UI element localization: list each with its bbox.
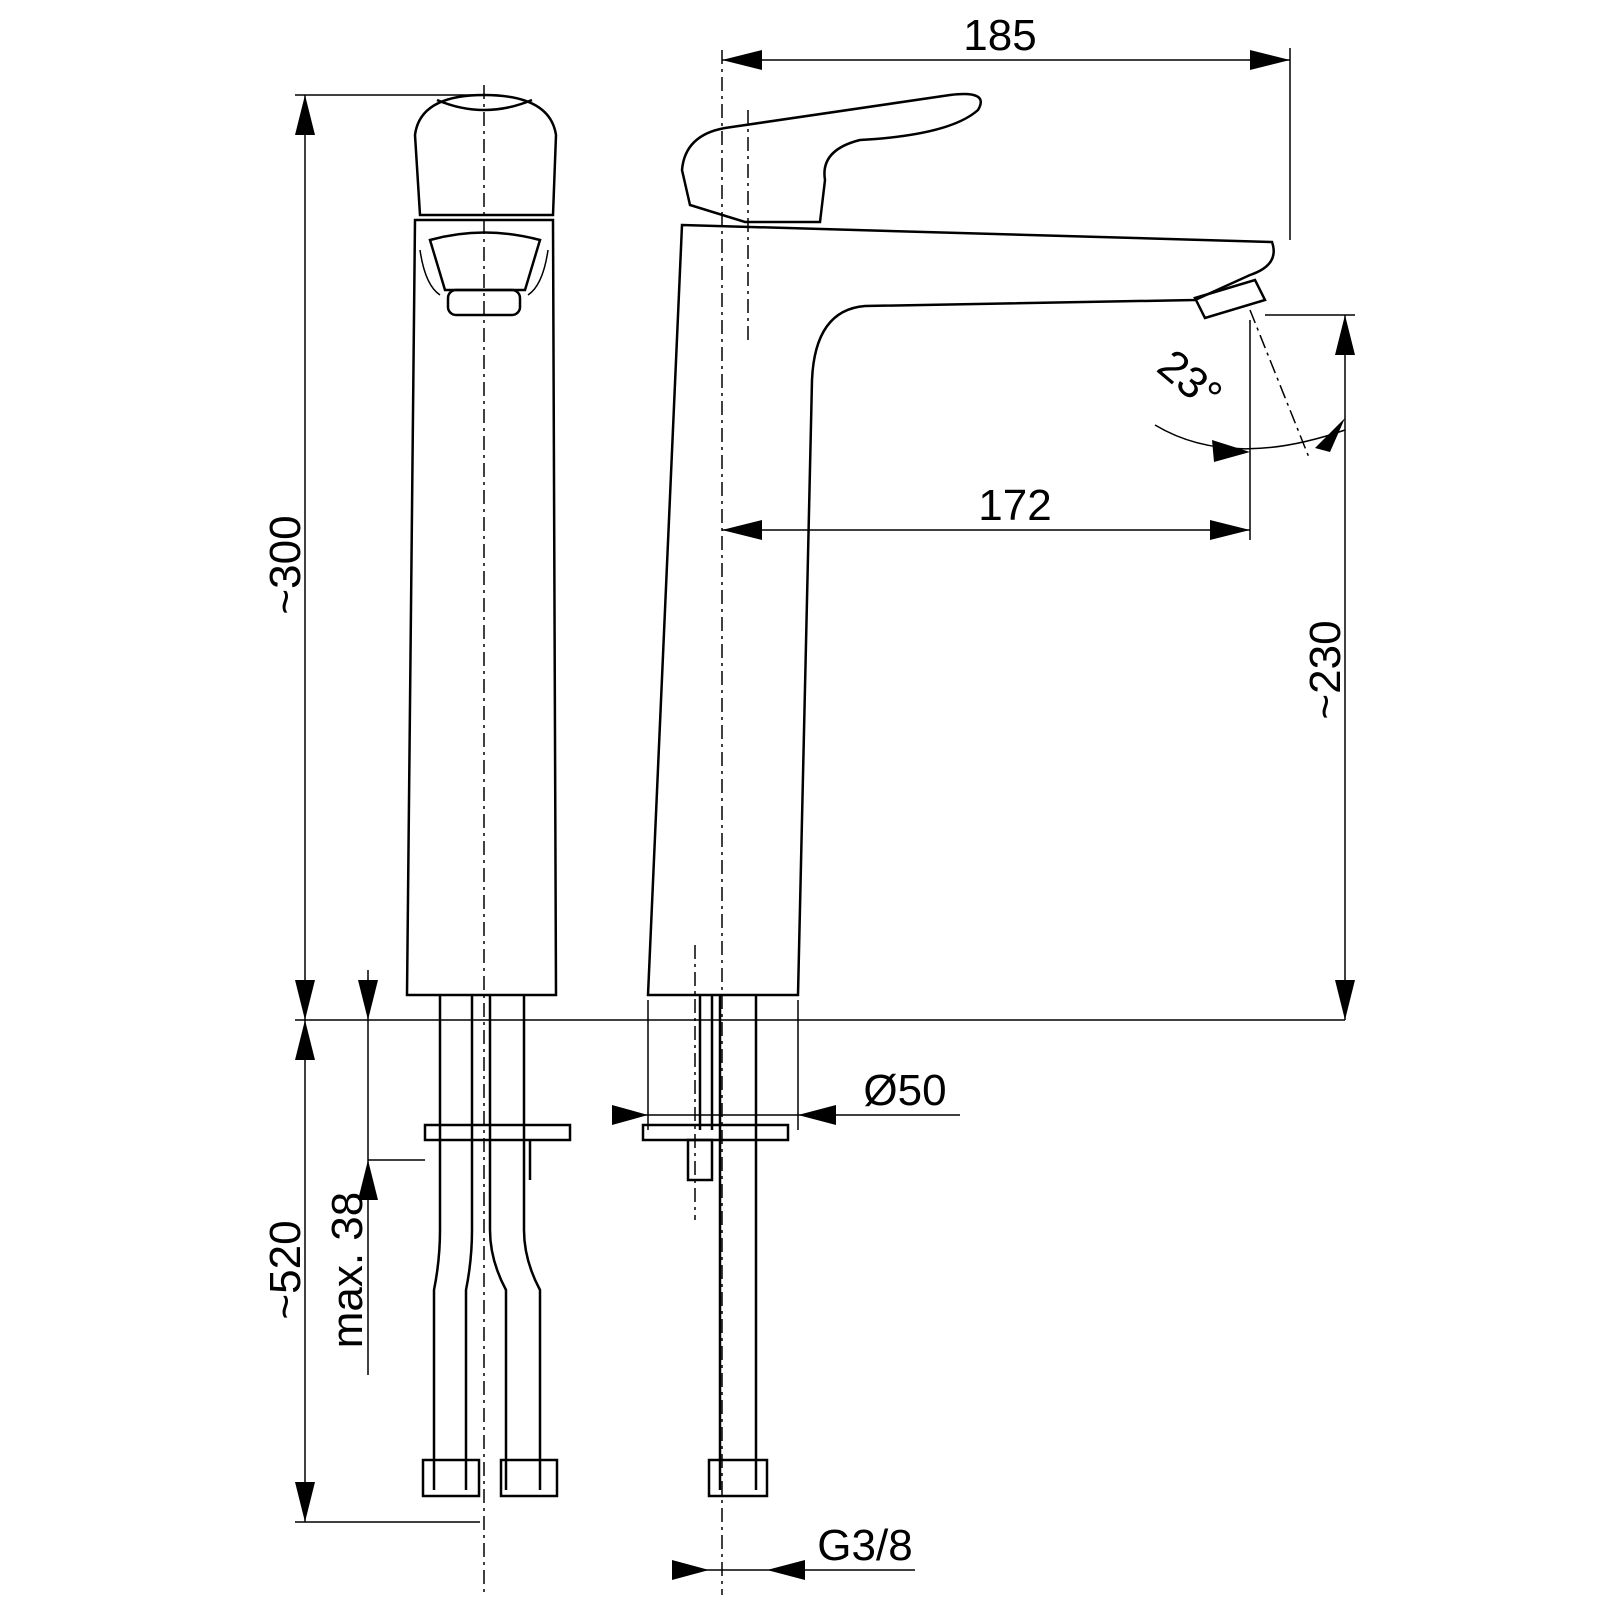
side-view bbox=[641, 50, 1275, 1595]
dim-diameter: Ø50 bbox=[863, 1066, 946, 1115]
front-spout-curve bbox=[419, 249, 549, 296]
front-nut-right bbox=[499, 1458, 559, 1498]
front-aerator bbox=[446, 288, 522, 317]
dim-angle: 23° bbox=[1148, 340, 1230, 420]
front-handle-top bbox=[436, 98, 533, 112]
front-spout-outlet bbox=[428, 231, 542, 292]
front-hose-left bbox=[432, 995, 474, 1490]
side-body-spout bbox=[646, 223, 1275, 997]
side-handle bbox=[680, 92, 982, 224]
dim-300: ~300 bbox=[261, 515, 310, 614]
dim-thread: G3/8 bbox=[817, 1521, 912, 1570]
dim-520: ~520 bbox=[261, 1220, 310, 1319]
front-view bbox=[405, 85, 572, 1595]
side-hose bbox=[718, 995, 758, 1490]
dimensions: 185 172 23° ~300 ~230 Ø50 ~520 bbox=[261, 11, 1355, 1580]
side-nut bbox=[707, 1458, 769, 1498]
side-aerator bbox=[1193, 278, 1267, 320]
side-fixing-plate bbox=[641, 1123, 790, 1142]
front-handle bbox=[413, 93, 558, 217]
dim-172: 172 bbox=[978, 481, 1051, 530]
dim-230: ~230 bbox=[1301, 620, 1350, 719]
dim-max-38: max. 38 bbox=[323, 1192, 372, 1349]
side-fixing-nut bbox=[686, 1138, 714, 1182]
front-nut-left bbox=[421, 1458, 481, 1498]
side-rod bbox=[698, 995, 714, 1130]
front-fixing-plate bbox=[423, 1123, 572, 1142]
front-hose-right bbox=[488, 995, 542, 1490]
dim-185: 185 bbox=[963, 11, 1036, 60]
front-body bbox=[405, 218, 558, 997]
